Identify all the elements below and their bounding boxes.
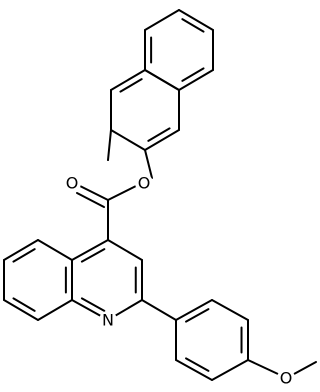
naphthalene-ring-a-bond-0 [178,9,214,31]
phenyl-to-methoxy-o-bond [247,359,279,375]
quinoline-nitrogen-label: N [102,311,114,330]
naphthalene-ring-b-bond-5 [110,69,146,91]
quinoline-pyridine-ring-double-bond-0 [80,248,106,263]
methoxyphenyl-ring-bond-1 [211,299,249,321]
methoxy-oxygen-atom: O [277,369,295,388]
ester-oxygen-label: O [138,174,151,193]
methoxyphenyl-ring-bond-4 [175,359,213,381]
quinoline-pyridine-ring-bond-0 [71,239,109,261]
quinoline-benzo-ring-bond-2 [37,299,73,321]
naphthalene-ring-b-bond-2 [144,129,180,151]
quinoline-nitrogen-atom: N [99,311,117,330]
ester-c-o-bond [107,185,137,201]
quinoline-to-phenyl-bond [141,299,177,321]
quinoline-benzo-ring-bond-3 [3,299,39,321]
bond-layer [3,9,317,381]
naphthalene-ring-b-double-bond-5 [119,78,143,93]
naphthalene-ring-a-double-bond-2 [181,67,205,82]
naphthalene-ring-b-bond-0 [144,69,180,91]
carbonyl-c-o-bond [79,185,109,201]
ester-o-to-naphthyl-bond [144,149,153,179]
quinoline-benzo-ring-bond-5 [3,239,39,261]
methoxyphenyl-ring-bond-3 [211,359,249,381]
methoxyphenyl-ring-bond-0 [175,299,213,321]
naphthalene-ring-b-double-bond-2 [147,127,171,142]
methoxyphenyl-ring-double-bond-4 [185,357,210,372]
quinoline-benzo-ring-bond-0 [37,239,73,261]
quinoline-benzo-ring-double-bond-3 [12,297,36,312]
atom-label-layer: O O N O [63,174,295,388]
ester-oxygen-atom: O [135,174,153,193]
naphthalene-ring-a-bond-2 [178,69,214,91]
carbonyl-oxygen-label: O [66,174,79,193]
naphthalene-ring-a-double-bond-0 [181,18,205,33]
quinoline-benzo-ring-double-bond-5 [12,248,36,263]
methoxyphenyl-ring-double-bond-0 [185,308,210,323]
methoxy-o-to-methyl-bond [293,361,317,375]
quinoline-pyridine-ring-bond-1 [107,239,143,261]
naphthalene-ring-b-bond-3 [110,129,146,151]
carbonyl-oxygen-atom: O [63,174,81,193]
naphthalene-ring-a-bond-5 [144,9,180,31]
ester-c-to-naphthyl-bond [107,129,112,161]
methoxy-oxygen-label: O [280,369,293,388]
quinoline-pyridine-ring-double-bond-4 [80,297,106,312]
carbonyl-c-o-double-bond [76,192,105,208]
